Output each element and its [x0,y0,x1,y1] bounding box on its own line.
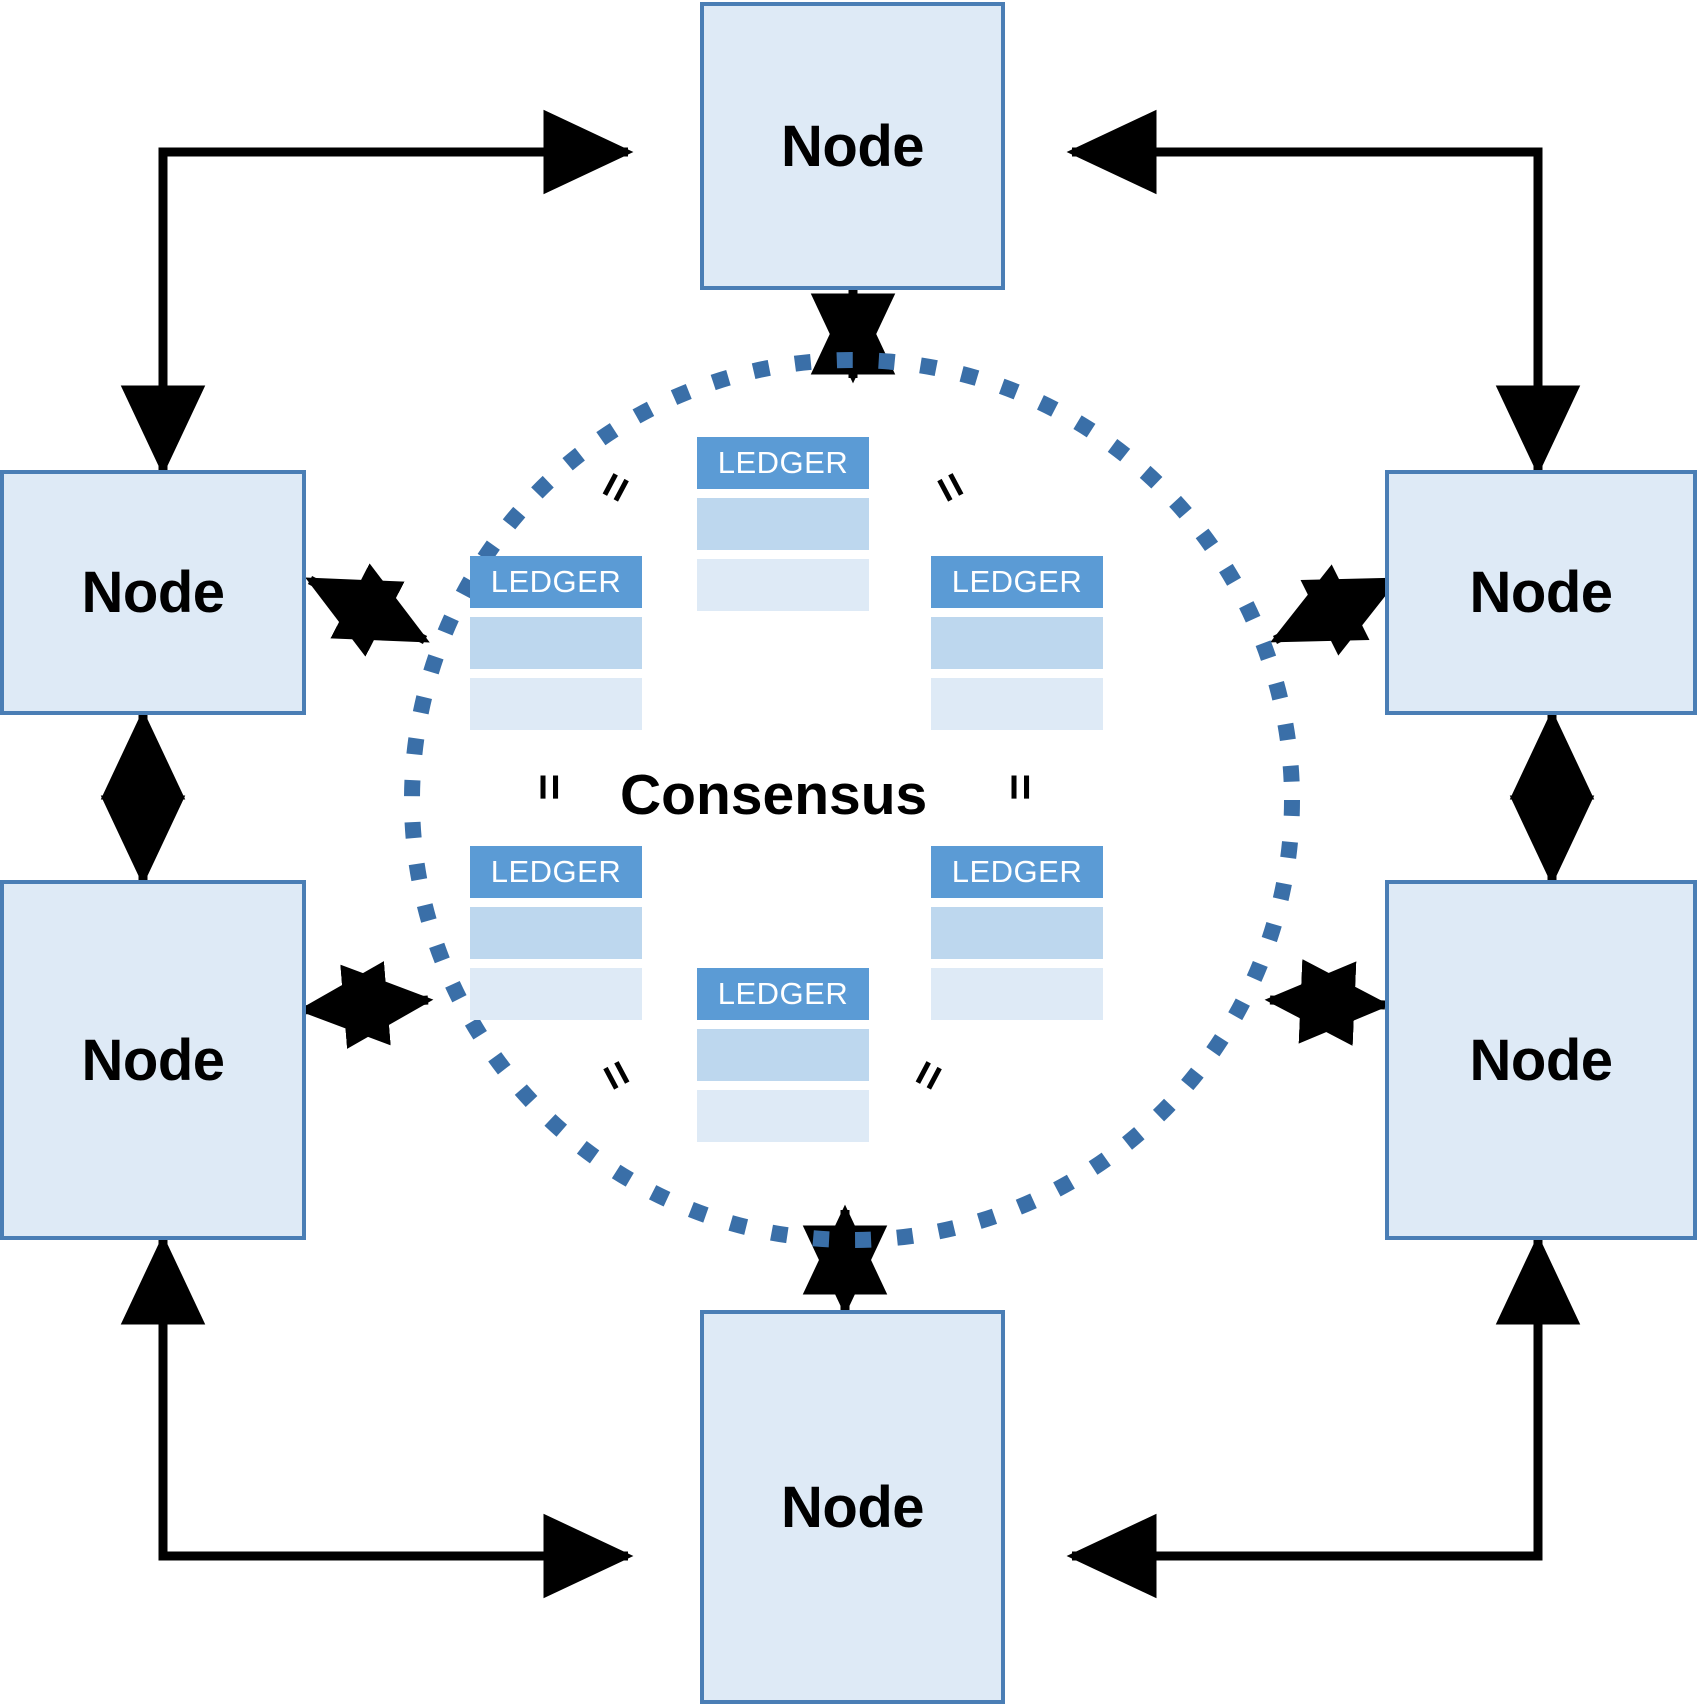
ledger-row-2 [931,678,1103,730]
equals-mark-bottom-left: = [587,1050,647,1100]
ledger-row-2 [931,968,1103,1020]
equals-mark-mid-left: = [524,773,576,801]
node-label: Node [1469,1027,1614,1093]
ledger-upper-right: LEDGER [931,556,1103,730]
ledger-lower-left: LEDGER [470,846,642,1020]
ledger-top: LEDGER [697,437,869,611]
ledger-header: LEDGER [931,846,1103,898]
equals-mark-mid-right: = [995,773,1047,801]
ledger-bottom: LEDGER [697,968,869,1142]
node-top[interactable]: Node [700,2,1005,290]
arrow-leftupper-to-consensus [305,563,430,657]
arrow-rightlower-to-consensus [1264,959,1391,1046]
ledger-row-2 [697,559,869,611]
node-label: Node [1469,560,1614,625]
ledger-upper-left: LEDGER [470,556,642,730]
ledger-header: LEDGER [470,556,642,608]
node-label: Node [781,1474,925,1540]
ledger-row-1 [931,907,1103,959]
node-left-lower[interactable]: Node [0,880,306,1240]
arrow-leftlower-to-consensus [297,961,434,1049]
node-right-upper[interactable]: Node [1385,470,1697,715]
ledger-row-1 [470,617,642,669]
node-label: Node [81,560,226,625]
equals-mark-bottom-right: = [898,1050,958,1100]
ledger-row-2 [470,968,642,1020]
ledger-row-1 [697,498,869,550]
arrow-rightlower-to-bottom [1066,1234,1581,1599]
ledger-header: LEDGER [697,437,869,489]
ledger-lower-right: LEDGER [931,846,1103,1020]
arrow-rightupper-to-top [1066,109,1581,476]
ledger-row-2 [697,1090,869,1142]
node-label: Node [781,113,925,179]
node-bottom[interactable]: Node [700,1310,1005,1704]
node-left-upper[interactable]: Node [0,470,306,715]
node-right-lower[interactable]: Node [1385,880,1697,1240]
ledger-header: LEDGER [931,556,1103,608]
equals-mark-top-left: = [585,462,645,512]
consensus-label: Consensus [620,763,928,827]
ledger-row-1 [931,617,1103,669]
ledger-row-1 [470,907,642,959]
ledger-row-2 [470,678,642,730]
arrow-leftupper-to-top [120,109,634,476]
arrow-rightupper-to-consensus [1270,564,1400,656]
arrow-leftlower-to-bottom [120,1234,634,1599]
equals-mark-top-right: = [921,462,981,512]
node-label: Node [81,1027,226,1093]
ledger-row-1 [697,1029,869,1081]
ledger-header: LEDGER [470,846,642,898]
ledger-header: LEDGER [697,968,869,1020]
